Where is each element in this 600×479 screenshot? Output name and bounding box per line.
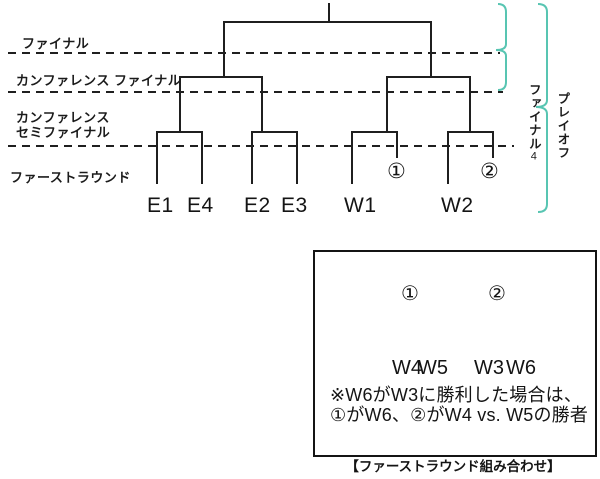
- team-e3: E3: [281, 194, 308, 217]
- inset-team-w3: W3: [474, 357, 504, 379]
- final4-brace-label-text: ファイナル: [526, 83, 541, 151]
- inset-team-w5: W5: [418, 357, 448, 379]
- west-conference-final-connector: [386, 76, 471, 132]
- slot1-marker: ①: [387, 160, 406, 183]
- team-e1: E1: [147, 194, 174, 217]
- team-e2: E2: [244, 194, 271, 217]
- team-e4: E4: [187, 194, 214, 217]
- round-label-first-round: ファーストラウンド: [10, 170, 131, 185]
- inset-note-line2: ①がW6、②がW4 vs. W5の勝者: [330, 405, 589, 425]
- round-label-conference-final: カンファレンス ファイナル: [16, 73, 182, 88]
- playoffs-brace-label: プレイオフ: [555, 92, 570, 160]
- east-semifinal-1-connector: [156, 131, 203, 184]
- playoffs-brace: [535, 3, 548, 213]
- round-label-conference-semifinal: カンファレンス セミファイナル: [16, 110, 111, 140]
- inset-note: ※W6がW3に勝利した場合は、①がW6、②がW4 vs. W5の勝者: [330, 385, 588, 425]
- inset-team-w4: W4: [392, 357, 422, 379]
- final4-brace: [495, 3, 507, 91]
- west-semifinal-2-connector: [447, 131, 494, 184]
- final-connector: [223, 21, 432, 77]
- east-semifinal-2-connector: [251, 131, 298, 184]
- first-round-inset-box: [313, 250, 597, 457]
- inset-slot1-marker: ①: [401, 283, 419, 305]
- main-bracket-lines: [156, 3, 494, 184]
- team-w1: W1: [344, 194, 377, 217]
- east-conference-final-connector: [179, 76, 263, 132]
- slot2-marker: ②: [480, 160, 499, 183]
- inset-note-line1: ※W6がW3に勝利した場合は、: [330, 385, 583, 405]
- inset-slot2-marker: ②: [488, 283, 506, 305]
- team-w2: W2: [441, 194, 474, 217]
- inset-caption: 【ファーストラウンド組み合わせ】: [345, 459, 561, 474]
- west-semifinal-1-connector: [351, 131, 398, 184]
- round-label-final: ファイナル: [22, 36, 90, 51]
- final4-brace-label: ファイナル4: [512, 23, 555, 164]
- final4-brace-label-number: 4: [527, 150, 540, 164]
- inset-team-w6: W6: [506, 357, 536, 379]
- round-divider-dashed-lines: [8, 52, 514, 147]
